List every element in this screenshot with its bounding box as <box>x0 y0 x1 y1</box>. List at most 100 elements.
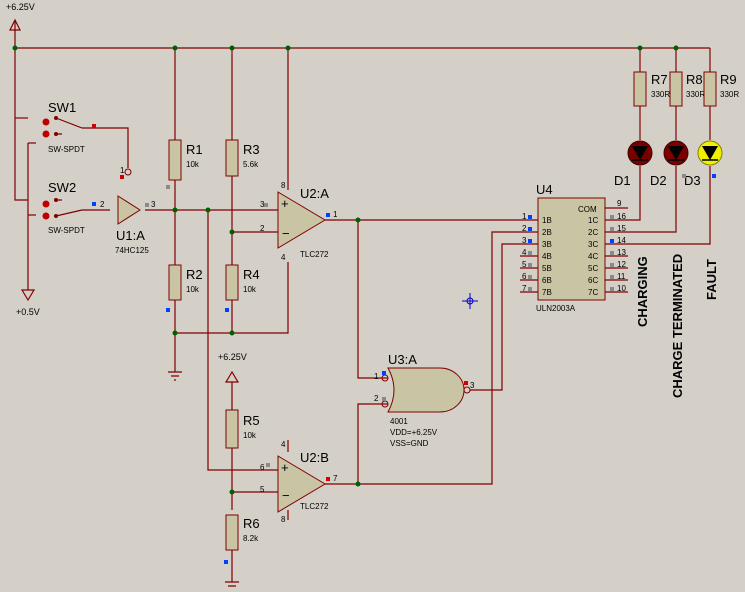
switch-sw1[interactable]: SW1 SW-SPDT <box>42 100 97 154</box>
uln-input-label: 3B <box>542 240 552 249</box>
u2b-part: TLC272 <box>300 502 329 511</box>
uln-output-pin: 14 <box>617 236 626 245</box>
uln-output-pin: 15 <box>617 224 626 233</box>
junction-dot <box>673 45 679 51</box>
label-charge-terminated: CHARGE TERMINATED <box>670 254 685 398</box>
svg-text:2: 2 <box>100 200 105 209</box>
svg-text:5: 5 <box>260 485 265 494</box>
svg-text:1: 1 <box>120 166 125 175</box>
u3a-ref: U3:A <box>388 352 417 367</box>
junction-dot <box>229 330 235 336</box>
vcc-terminal: +6.25V <box>6 2 35 31</box>
pin-marker <box>528 215 532 219</box>
uln-output-label: 2C <box>588 228 598 237</box>
u3a-vss: VSS=GND <box>390 439 429 448</box>
pin-marker <box>610 263 614 267</box>
svg-text:D2: D2 <box>650 173 667 188</box>
uln-input-pin: 4 <box>522 248 527 257</box>
switch-sw2[interactable]: SW2 SW-SPDT <box>42 180 97 235</box>
svg-text:COM: COM <box>578 205 597 214</box>
pin-marker <box>528 275 532 279</box>
svg-text:1: 1 <box>374 372 379 381</box>
uln-output-label: 4C <box>588 252 598 261</box>
pin-marker <box>610 215 614 219</box>
resistor-r8[interactable]: R8 330R <box>669 71 705 107</box>
svg-text:330R: 330R <box>720 90 739 99</box>
svg-text:+0.5V: +0.5V <box>16 307 40 317</box>
resistor-r6[interactable]: R6 8.2k <box>224 514 260 564</box>
svg-text:R4: R4 <box>243 267 260 282</box>
svg-text:R8: R8 <box>686 72 703 87</box>
sw1-ref: SW1 <box>48 100 76 115</box>
u4-ref: U4 <box>536 182 553 197</box>
uln-input-pin: 1 <box>522 212 527 221</box>
svg-text:330R: 330R <box>651 90 670 99</box>
uln-input-label: 1B <box>542 216 552 225</box>
ground-symbol <box>225 581 239 587</box>
buffer-u1a[interactable]: 2 3 1 U1:A 74HC125 <box>100 166 170 255</box>
opamp-u2b[interactable]: + − 6 5 7 4 8 U2:B TLC272 <box>260 440 338 524</box>
uln-input-pin: 7 <box>522 284 527 293</box>
led-d2[interactable]: D2 <box>650 140 689 188</box>
svg-text:10k: 10k <box>243 285 257 294</box>
opamp-u2a[interactable]: + − 3 2 1 8 4 U2:A TLC272 <box>260 181 338 262</box>
resistor-r7[interactable]: R7 330R <box>633 71 670 107</box>
pin-marker <box>610 239 614 243</box>
label-charging: CHARGING <box>635 256 650 327</box>
svg-text:+6.25V: +6.25V <box>6 2 35 12</box>
svg-text:10k: 10k <box>243 431 257 440</box>
uln-input-pin: 5 <box>522 260 527 269</box>
svg-text:+: + <box>281 196 289 211</box>
u2a-ref: U2:A <box>300 186 329 201</box>
vss-terminal: +0.5V <box>16 289 40 317</box>
pin-marker <box>528 251 532 255</box>
uln-input-label: 6B <box>542 276 552 285</box>
u3a-part: 4001 <box>390 417 408 426</box>
uln-input-label: 2B <box>542 228 552 237</box>
status-labels: CHARGING CHARGE TERMINATED FAULT <box>635 254 719 398</box>
uln-input-pin: 2 <box>522 224 527 233</box>
label-fault: FAULT <box>704 259 719 300</box>
u4-part: ULN2003A <box>536 304 576 313</box>
ground-symbol <box>168 371 182 381</box>
junction-dot <box>12 45 18 51</box>
uln-output-label: 5C <box>588 264 598 273</box>
svg-text:330R: 330R <box>686 90 705 99</box>
svg-text:+6.25V: +6.25V <box>218 352 247 362</box>
svg-text:R3: R3 <box>243 142 260 157</box>
svg-text:3: 3 <box>470 381 475 390</box>
u1a-part: 74HC125 <box>115 246 149 255</box>
svg-text:R2: R2 <box>186 267 203 282</box>
uln-output-pin: 12 <box>617 260 626 269</box>
driver-u4[interactable]: U4 ULN2003A COM 9 1B12B23B34B45B56B67B7 … <box>522 182 626 313</box>
junction-dot <box>355 481 361 487</box>
sw1-type: SW-SPDT <box>48 145 85 154</box>
resistor-r2[interactable]: R2 10k <box>166 264 203 312</box>
pin-marker <box>610 287 614 291</box>
svg-text:4: 4 <box>281 440 286 449</box>
uln-input-pin: 6 <box>522 272 527 281</box>
pin-marker <box>528 263 532 267</box>
crosshair-cursor-icon <box>462 293 478 309</box>
uln-input-pin: 3 <box>522 236 527 245</box>
svg-text:3: 3 <box>151 200 156 209</box>
resistor-r9[interactable]: R9 330R <box>703 71 739 107</box>
junction-dot <box>229 45 235 51</box>
junction-dot <box>172 45 178 51</box>
resistor-r5[interactable]: R5 10k <box>225 409 260 449</box>
svg-text:D3: D3 <box>684 173 701 188</box>
resistor-r3[interactable]: R3 5.6k <box>225 139 260 177</box>
junction-dot <box>172 207 178 213</box>
resistor-r4[interactable]: R4 10k <box>225 264 260 312</box>
led-d1[interactable]: D1 <box>614 140 653 188</box>
sw2-ref: SW2 <box>48 180 76 195</box>
pin-marker <box>528 287 532 291</box>
wires <box>14 30 711 582</box>
resistor-r1[interactable]: R1 10k <box>168 139 203 181</box>
led-d3[interactable]: D3 <box>684 140 723 188</box>
gate-u3a[interactable]: 1 2 3 U3:A 4001 VDD=+6.25V VSS=GND <box>374 352 475 448</box>
svg-text:10k: 10k <box>186 160 200 169</box>
